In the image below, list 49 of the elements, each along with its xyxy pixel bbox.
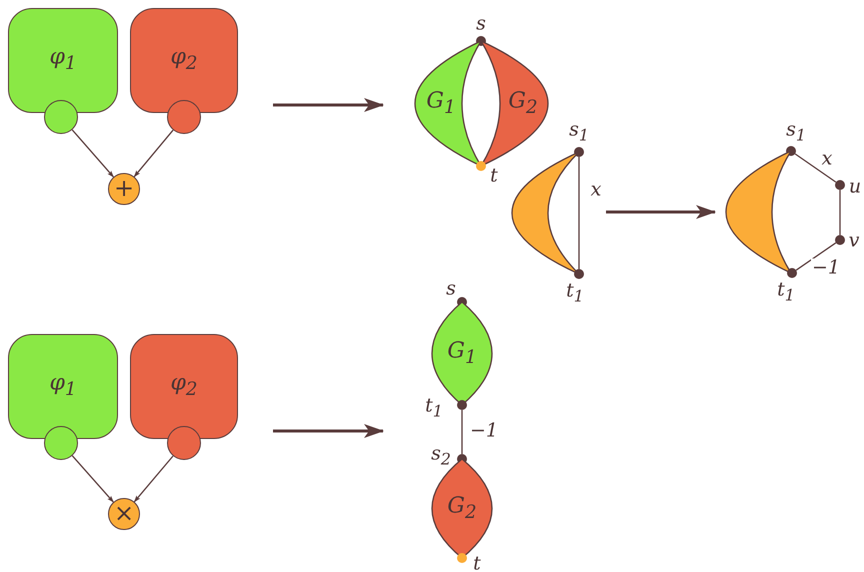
subgraph-label: G$_{2}$ — [447, 495, 477, 522]
arrow — [72, 129, 114, 178]
graph-vertex — [457, 400, 467, 410]
formula-label: φ$_{1}$ — [49, 46, 77, 74]
subgraph-shape — [432, 302, 492, 405]
formula-box — [8, 334, 118, 438]
graph-vertex — [457, 553, 467, 563]
graph-edge — [578, 157, 580, 269]
arrow — [72, 455, 114, 503]
formula-box — [130, 334, 238, 438]
vertex-label: t — [490, 166, 498, 186]
graph-edge — [461, 410, 463, 454]
vertex-label: s$_{1}$ — [786, 120, 806, 144]
subgraph-shape — [726, 151, 791, 273]
formula-label: φ$_{2}$ — [170, 372, 198, 400]
graph-vertex — [835, 180, 845, 190]
vertex-label: s — [446, 280, 456, 298]
graph-edge — [796, 242, 836, 271]
vertex-label: s — [476, 14, 486, 34]
vertex-label: t$_{1}$ — [566, 282, 584, 304]
formula-box — [130, 8, 238, 112]
vertex-label: t$_{1}$ — [777, 280, 795, 304]
graph-vertex — [787, 268, 797, 278]
graph-vertex — [476, 161, 486, 171]
formula-box — [8, 8, 118, 112]
graph-edge — [839, 190, 841, 235]
subgraph-shape — [481, 41, 548, 166]
arrow — [134, 456, 174, 502]
vertex-label: s$_{1}$ — [569, 120, 589, 144]
operator-circle — [108, 173, 140, 205]
vertex-label: t$_{1}$ — [425, 396, 443, 420]
vertex-label: v — [848, 232, 860, 250]
graph-vertex — [835, 235, 845, 245]
operator-circle — [108, 498, 140, 530]
subgraph-label: G$_{1}$ — [426, 90, 456, 117]
subgraph-shape — [415, 41, 481, 166]
subgraph-label: G$_{1}$ — [447, 340, 477, 367]
subgraph-label: G$_{2}$ — [508, 90, 538, 117]
operator-symbol: + — [114, 176, 134, 200]
vertex-label: u — [848, 178, 862, 196]
graph-vertex — [574, 269, 584, 279]
graph-edge — [794, 153, 836, 183]
formula-label: φ$_{2}$ — [170, 46, 198, 74]
arrow — [134, 130, 174, 178]
formula-label: φ$_{1}$ — [49, 372, 77, 400]
vertex-label: s$_{2}$ — [431, 444, 451, 468]
vertex-label: t — [473, 554, 481, 572]
operator-symbol: × — [114, 500, 134, 525]
subgraph-shape — [512, 152, 579, 274]
